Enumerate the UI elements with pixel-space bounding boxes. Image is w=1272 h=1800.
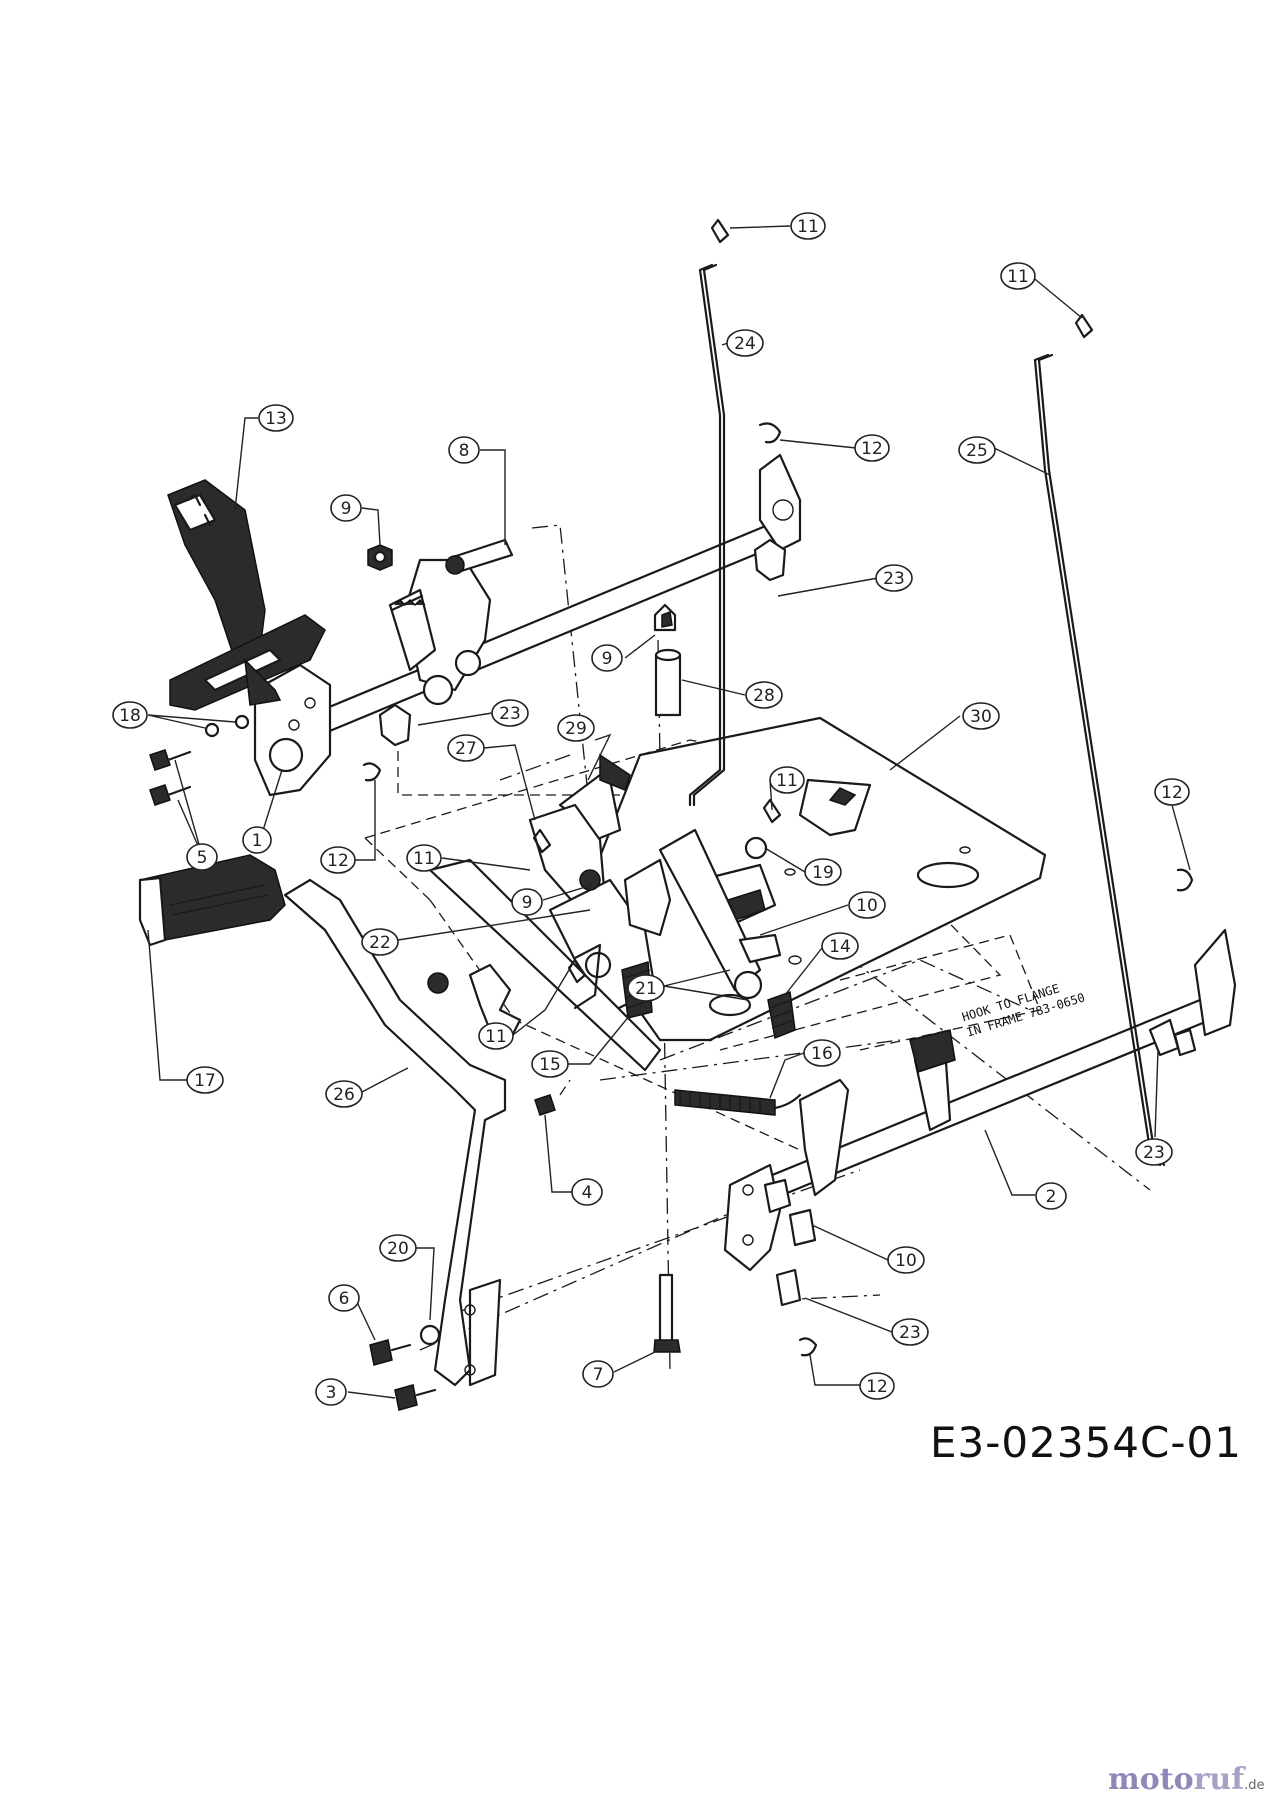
callout-12: 12	[779, 434, 890, 462]
svg-text:10: 10	[895, 1251, 917, 1271]
callout-4: 4	[544, 1114, 603, 1206]
callout-9: 9	[511, 884, 593, 916]
callout-11: 11	[769, 766, 805, 811]
callout-13: 13	[234, 404, 294, 511]
callout-6: 6	[328, 1284, 376, 1341]
svg-text:12: 12	[327, 851, 349, 871]
extension-spring	[674, 1089, 802, 1116]
svg-text:7: 7	[593, 1365, 604, 1385]
brand-name-part-b: ruf	[1193, 1762, 1245, 1797]
svg-text:9: 9	[341, 499, 352, 519]
callout-2: 2	[984, 1129, 1067, 1210]
svg-text:29: 29	[565, 719, 587, 739]
brand-logo: motoruf.de	[1108, 1762, 1265, 1797]
svg-text:23: 23	[899, 1323, 921, 1343]
svg-text:11: 11	[797, 217, 819, 237]
callout-14: 14	[784, 932, 859, 996]
svg-text:11: 11	[413, 849, 435, 869]
callout-15: 15	[531, 1014, 631, 1078]
callout-21: 21	[627, 969, 749, 1002]
svg-text:25: 25	[966, 441, 988, 461]
callout-26: 26	[325, 1067, 409, 1108]
callout-12: 12	[320, 780, 376, 874]
callout-19: 19	[764, 847, 842, 886]
callout-3: 3	[315, 1378, 396, 1406]
svg-text:11: 11	[776, 771, 798, 791]
svg-text:19: 19	[812, 863, 834, 883]
callout-24: 24	[721, 329, 764, 357]
svg-text:12: 12	[1161, 783, 1183, 803]
svg-text:9: 9	[602, 649, 613, 669]
svg-text:30: 30	[970, 707, 992, 727]
svg-text:21: 21	[635, 979, 657, 999]
svg-text:12: 12	[861, 439, 883, 459]
hardware-fasteners	[149, 218, 1197, 1411]
svg-text:1: 1	[252, 831, 263, 851]
svg-text:16: 16	[811, 1044, 833, 1064]
callout-10: 10	[759, 891, 886, 936]
callout-11: 11	[729, 212, 826, 240]
callout-11: 11	[478, 959, 576, 1050]
callout-11: 11	[406, 844, 531, 872]
callout-18: 18	[112, 701, 236, 729]
svg-text:13: 13	[265, 409, 287, 429]
callouts: 11 11 24 12 25 13 8 9 23 9 28 30 18 23 2…	[112, 212, 1191, 1406]
svg-text:22: 22	[369, 933, 391, 953]
callout-23: 23	[1135, 1049, 1173, 1166]
callout-30: 30	[889, 702, 1000, 771]
svg-text:9: 9	[522, 893, 533, 913]
svg-text:6: 6	[339, 1289, 350, 1309]
callout-10: 10	[811, 1224, 925, 1274]
drawing-code: E3-02354C-01	[930, 1418, 1242, 1467]
callout-9: 9	[330, 494, 381, 546]
brand-domain-suffix: .de	[1244, 1778, 1265, 1793]
callout-29: 29	[557, 714, 612, 781]
svg-text:12: 12	[866, 1377, 888, 1397]
svg-text:10: 10	[856, 896, 878, 916]
callout-23: 23	[777, 564, 913, 597]
svg-text:20: 20	[387, 1239, 409, 1259]
svg-text:24: 24	[734, 334, 756, 354]
callout-17: 17	[147, 929, 224, 1094]
svg-text:27: 27	[455, 739, 477, 759]
svg-text:11: 11	[1007, 267, 1029, 287]
svg-text:18: 18	[119, 706, 141, 726]
callout-7: 7	[582, 1351, 656, 1388]
svg-text:26: 26	[333, 1085, 355, 1105]
callout-12: 12	[809, 1354, 895, 1400]
callout-28: 28	[681, 679, 783, 709]
callout-12: 12	[1154, 778, 1191, 871]
svg-text:2: 2	[1046, 1187, 1057, 1207]
callout-23: 23	[417, 699, 529, 727]
svg-text:3: 3	[326, 1383, 337, 1403]
control-rods	[688, 263, 1166, 1167]
svg-text:23: 23	[883, 569, 905, 589]
svg-text:14: 14	[829, 937, 851, 957]
svg-text:11: 11	[485, 1027, 507, 1047]
callout-16: 16	[769, 1039, 841, 1099]
svg-text:8: 8	[459, 441, 470, 461]
callout-22: 22	[361, 909, 591, 956]
callout-5: 5	[174, 759, 218, 871]
callout-11: 11	[1000, 262, 1083, 319]
callout-1: 1	[242, 769, 283, 854]
callout-9: 9	[591, 634, 656, 672]
callout-27: 27	[447, 734, 536, 821]
svg-text:5: 5	[197, 848, 208, 868]
svg-text:4: 4	[582, 1183, 593, 1203]
callout-20: 20	[379, 1234, 435, 1321]
pedal-lever-assembly	[138, 854, 507, 1387]
callout-23: 23	[804, 1297, 929, 1346]
svg-text:23: 23	[1143, 1143, 1165, 1163]
svg-text:17: 17	[194, 1071, 216, 1091]
svg-text:23: 23	[499, 704, 521, 724]
svg-text:28: 28	[753, 686, 775, 706]
callout-25: 25	[958, 436, 1051, 476]
brand-name-part-a: moto	[1108, 1762, 1194, 1797]
handle-grip	[167, 479, 326, 711]
callout-8: 8	[448, 436, 506, 545]
svg-text:15: 15	[539, 1055, 561, 1075]
